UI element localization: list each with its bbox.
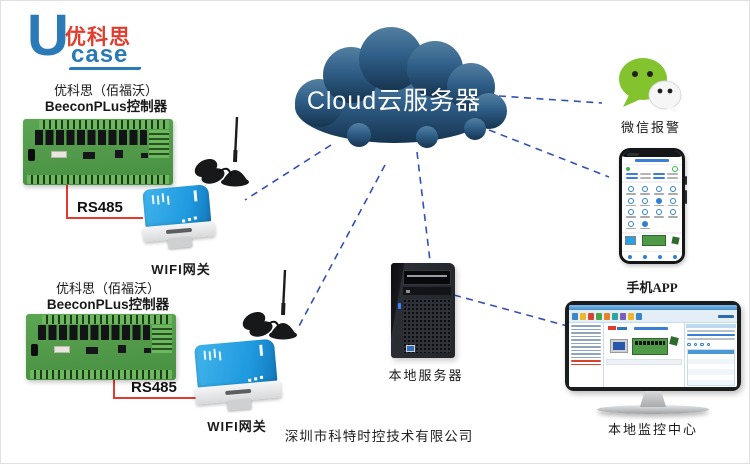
link-cloud-gateway1 (244, 144, 332, 201)
logo-name-en: case (71, 41, 129, 68)
wechat-icon (619, 58, 682, 113)
logo-underline (68, 67, 142, 70)
controller1-title-line2: BeeconPLus控制器 (44, 99, 168, 115)
rs485-label-2: RS485 (131, 379, 177, 396)
gateway1-label: WIFI网关 (151, 262, 211, 277)
smartphone-icon (619, 148, 687, 264)
phone-label: 手机APP (626, 280, 678, 295)
server-label: 本地服务器 (388, 368, 464, 383)
monitor-stand (640, 391, 666, 407)
wifi-gateway-icon (194, 338, 282, 418)
rs485-wire-1 (66, 185, 143, 219)
antenna-icon (194, 116, 249, 187)
monitor-base (597, 405, 709, 414)
wechat-label: 微信报警 (620, 120, 681, 135)
link-cloud-server (416, 151, 431, 262)
logo-letter: U (27, 3, 69, 68)
controller1-title: 优科思（佰福沃） BeeconPLus控制器 (21, 83, 191, 116)
controller2-title-line1: 优科思（佰福沃） (55, 281, 160, 296)
monitor-icon (565, 301, 741, 414)
company-name-footer: 深圳市科特时控技术有限公司 (284, 429, 474, 444)
monitor-label: 本地监控中心 (607, 422, 698, 437)
antenna-icon (242, 269, 297, 340)
phone-screen (622, 151, 682, 261)
link-cloud-gateway2 (297, 164, 386, 329)
link-cloud-wechat (498, 95, 603, 104)
cloud-icon (295, 27, 507, 148)
company-logo: U 优科思 case (27, 7, 157, 79)
wifi-gateway-icon (142, 184, 216, 256)
controller-board-icon (26, 314, 176, 380)
logo-name-cn: 优科思 (65, 26, 131, 49)
server-tower-icon (391, 263, 455, 358)
controller-board-icon (23, 119, 173, 185)
link-server-monitor (453, 294, 572, 328)
cloud-label: Cloud云服务器 (306, 87, 482, 115)
monitor-screen (565, 301, 741, 391)
controller2-title-line2: BeeconPLus控制器 (46, 297, 170, 313)
link-cloud-phone (488, 129, 610, 178)
controller1-title-line1: 优科思（佰福沃） (53, 83, 158, 98)
controller2-title: 优科思（佰福沃） BeeconPLus控制器 (23, 281, 193, 314)
rs485-label-1: RS485 (77, 199, 123, 216)
gateway2-label: WIFI网关 (207, 419, 267, 434)
